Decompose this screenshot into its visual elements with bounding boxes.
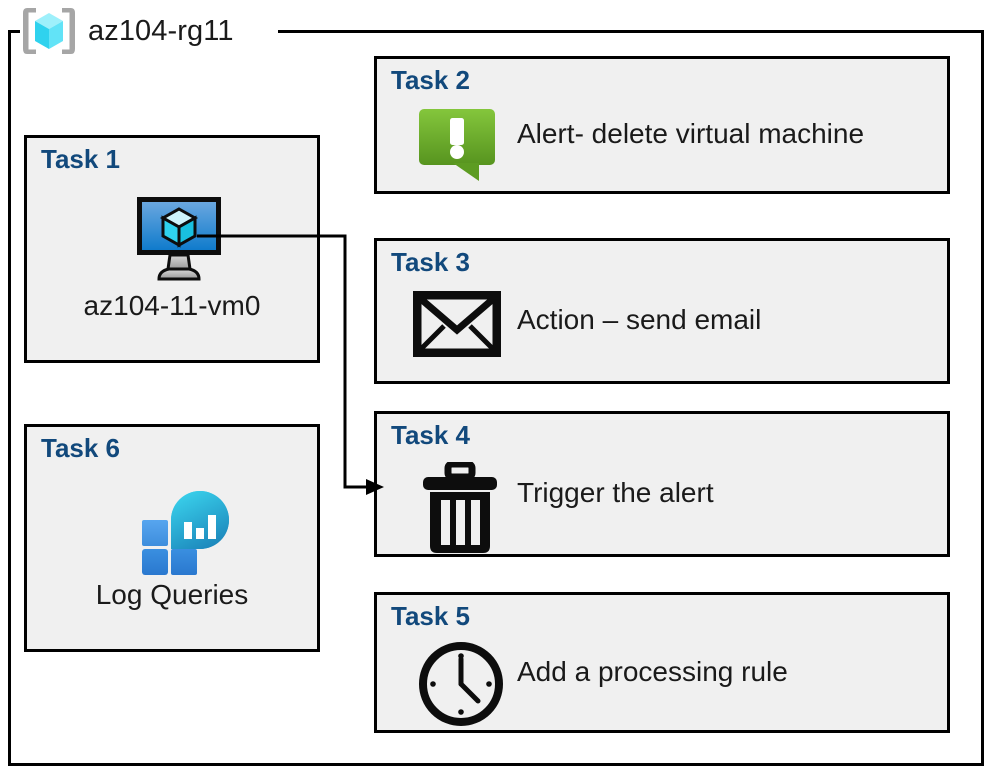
task-5-title: Task 5 bbox=[391, 601, 471, 631]
azure-resource-group-cube-icon bbox=[20, 5, 78, 57]
task-2-label: Alert- delete virtual machine bbox=[517, 118, 865, 149]
task-5-card[interactable]: Task 5 Add a processing rule bbox=[374, 592, 950, 733]
envelope-icon bbox=[412, 290, 502, 362]
task-6-title: Task 6 bbox=[41, 433, 121, 463]
task-6-card[interactable]: Task 6 bbox=[24, 424, 320, 652]
trash-can-icon bbox=[421, 460, 499, 561]
resource-group-header: az104-rg11 bbox=[20, 4, 234, 58]
alert-exclamation-bubble-icon bbox=[417, 107, 497, 188]
clock-icon bbox=[417, 640, 505, 733]
task-1-title: Task 1 bbox=[41, 144, 121, 174]
log-analytics-workspace-icon bbox=[133, 483, 229, 580]
task-1-card[interactable]: Task 1 bbox=[24, 135, 320, 363]
task-3-title: Task 3 bbox=[391, 247, 471, 277]
task-4-title: Task 4 bbox=[391, 420, 471, 450]
task-2-card[interactable]: Task 2 Alert- delete virtual machine bbox=[374, 56, 950, 194]
resource-group-frame bbox=[8, 30, 984, 766]
task-4-card[interactable]: Task 4 Trigger the alert bbox=[374, 411, 950, 557]
resource-group-name: az104-rg11 bbox=[88, 14, 234, 47]
task-4-label: Trigger the alert bbox=[517, 477, 714, 508]
task-3-card[interactable]: Task 3 Action – send email bbox=[374, 238, 950, 384]
task-6-label: Log Queries bbox=[95, 579, 249, 610]
task-5-label: Add a processing rule bbox=[517, 655, 788, 687]
task-3-label: Action – send email bbox=[517, 304, 762, 335]
task-1-label: az104-11-vm0 bbox=[83, 290, 261, 321]
task-2-title: Task 2 bbox=[391, 65, 471, 95]
virtual-machine-monitor-icon bbox=[135, 193, 223, 290]
